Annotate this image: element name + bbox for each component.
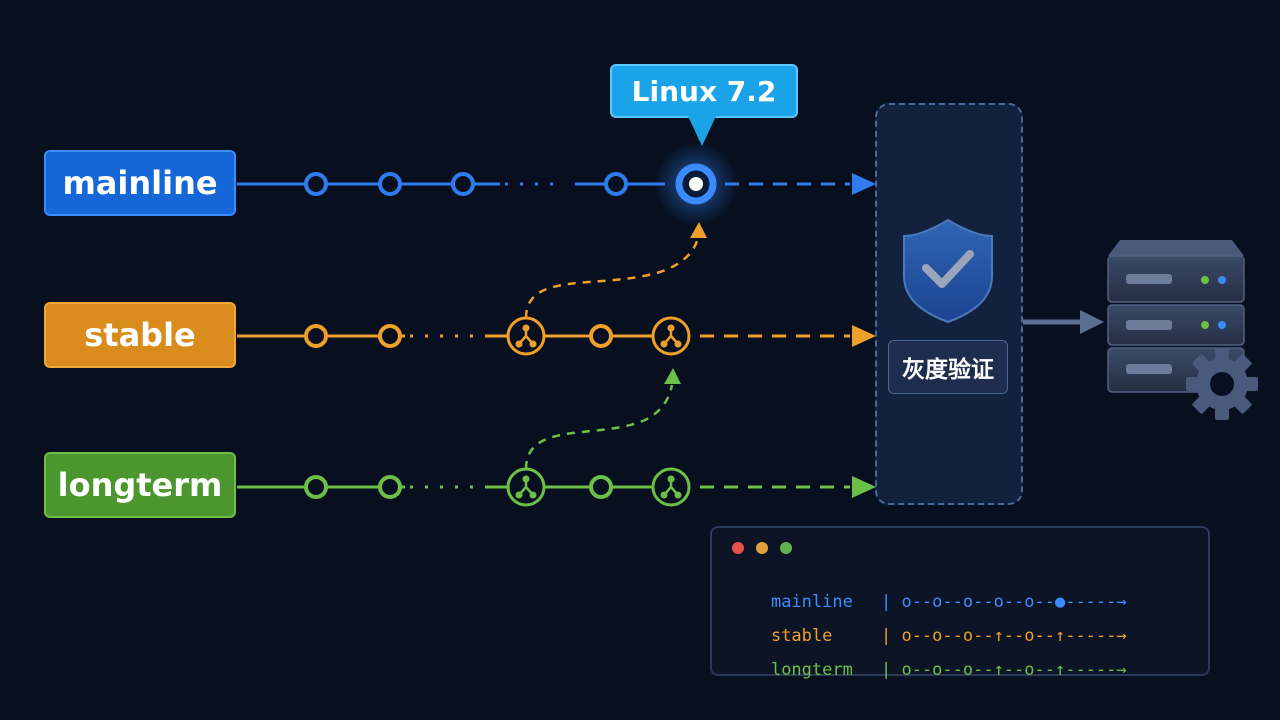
merge-icon	[651, 467, 691, 507]
commit-node	[378, 324, 402, 348]
commit-node	[304, 172, 328, 196]
window-close-dot	[732, 542, 744, 554]
branch-label-stable: stable	[44, 302, 236, 368]
commit-node	[451, 172, 475, 196]
terminal-separator: |	[880, 626, 892, 646]
terminal-window: mainline | o--o--o--o--o--●-----→ stable |…	[710, 526, 1210, 680]
terminal-branch-name: longterm	[770, 660, 853, 680]
terminal-line-mainline: mainline | o--o--o--o--o--●-----→	[730, 572, 1127, 632]
stable-track	[237, 316, 876, 356]
commit-node	[589, 475, 613, 499]
server-icon	[1107, 240, 1245, 393]
backport-arrow-stable-to-mainline	[524, 222, 707, 319]
gear-icon	[1186, 348, 1258, 420]
commit-node	[378, 172, 402, 196]
window-minimize-dot	[756, 542, 768, 554]
terminal-separator: |	[880, 592, 892, 612]
merge-icon	[506, 467, 546, 507]
backport-arrow-longterm-to-stable	[524, 368, 681, 470]
gray-release-label: 灰度验证	[888, 340, 1008, 394]
terminal-line-longterm: longterm | o--o--o--↑--o--↑-----→	[730, 640, 1127, 700]
commit-node	[378, 475, 402, 499]
commit-node	[589, 324, 613, 348]
shield-check-icon	[903, 218, 993, 324]
longterm-track	[237, 467, 876, 507]
commit-node	[604, 172, 628, 196]
merge-icon	[506, 316, 546, 356]
terminal-branch-name: stable	[770, 626, 833, 646]
terminal-branch-name: mainline	[770, 592, 853, 612]
terminal-separator: |	[880, 660, 892, 680]
terminal-graph: o--o--o--o--o--●-----→	[901, 592, 1127, 612]
merge-icon	[651, 316, 691, 356]
terminal-line-stable: stable | o--o--o--↑--o--↑-----→	[730, 606, 1127, 666]
release-callout: Linux 7.2	[610, 64, 798, 118]
branch-label-mainline: mainline	[44, 150, 236, 216]
terminal-graph: o--o--o--↑--o--↑-----→	[901, 660, 1127, 680]
deploy-arrow	[1023, 310, 1104, 334]
commit-node	[304, 475, 328, 499]
branch-label-longterm: longterm	[44, 452, 236, 518]
release-callout-tail	[688, 116, 716, 146]
gray-release-panel	[875, 103, 1023, 505]
window-maximize-dot	[780, 542, 792, 554]
mainline-track	[237, 142, 876, 226]
commit-node	[304, 324, 328, 348]
terminal-graph: o--o--o--↑--o--↑-----→	[901, 626, 1127, 646]
